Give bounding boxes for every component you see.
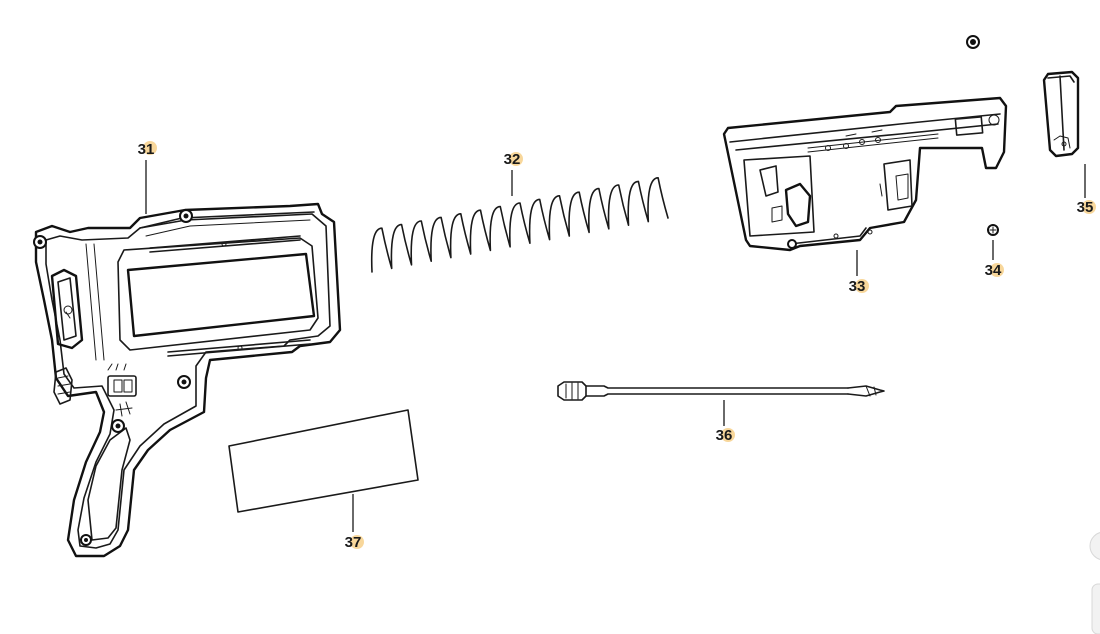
leader-lines — [145, 160, 1086, 532]
part-35-depth-adjuster — [1042, 70, 1080, 158]
part-37-label-plate — [228, 409, 419, 513]
edge-control[interactable] — [1089, 532, 1100, 634]
callout-36: 36 — [716, 427, 733, 444]
part-36-bit — [557, 381, 885, 401]
part-31-housing — [33, 202, 342, 558]
callouts: 31 32 33 34 35 36 37 — [138, 141, 1096, 551]
callout-37: 37 — [345, 534, 362, 551]
small-screw — [966, 35, 980, 49]
callout-31: 31 — [138, 141, 155, 158]
part-34-screw — [987, 224, 999, 236]
callout-34: 34 — [985, 262, 1002, 279]
callout-33: 33 — [849, 278, 866, 295]
callout-35: 35 — [1077, 199, 1094, 216]
callout-32: 32 — [504, 151, 521, 168]
part-32-spring — [370, 177, 669, 273]
part-33-nose-piece — [722, 96, 1008, 252]
